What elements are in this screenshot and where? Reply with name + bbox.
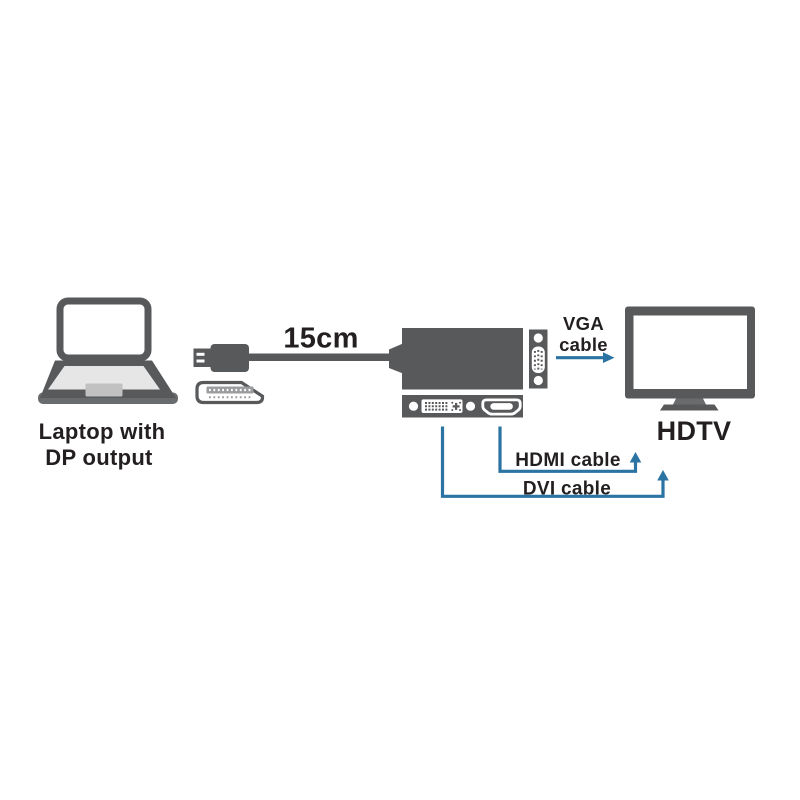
dp-plug-tip [193, 348, 213, 367]
vga-cable-arrow [556, 352, 615, 363]
panel-screw-hole [408, 401, 419, 411]
laptop-label-line2: DP output [45, 445, 153, 470]
dvi-port-icon [421, 399, 463, 413]
dvi-corner-pin [459, 409, 461, 411]
arrow-up-icon [657, 470, 669, 481]
dvi-cable-label: DVI cable [523, 479, 611, 500]
laptop-keyboard-deck [48, 366, 160, 390]
arrow-up-icon [629, 452, 642, 463]
displayport-socket-icon [195, 380, 265, 405]
dp-plug-pin [196, 352, 205, 356]
vga-port-icon [529, 329, 548, 389]
hdtv-label: HDTV [657, 416, 732, 446]
hdtv-monitor-icon [625, 306, 755, 411]
laptop-screen [56, 297, 152, 362]
hdmi-cable-line [498, 426, 638, 473]
dvi-corner-pin [459, 401, 461, 404]
vga-cable-label-line1: VGA [563, 313, 604, 334]
laptop-trackpad [85, 383, 123, 397]
hdmi-port-icon [481, 398, 522, 416]
hdmi-port-slot [490, 403, 513, 410]
monitor-screen [633, 315, 747, 389]
dvi-flat-pin [455, 402, 458, 410]
dvi-corner-pin [451, 409, 454, 411]
displayport-plug-icon [193, 343, 403, 374]
hdmi-cable-label: HDMI cable [515, 450, 620, 471]
laptop-label-line1: Laptop with [39, 419, 166, 444]
dvi-corner-pin [451, 401, 454, 404]
vga-screw-hole [533, 375, 543, 386]
cable-strain-relief [389, 343, 403, 374]
monitor-stand-neck [673, 398, 706, 405]
adapter-cable-line [247, 353, 390, 361]
adapter-port-panel [402, 395, 523, 418]
hdmi-cable-connector [498, 426, 642, 473]
vga-cable-label-line2: cable [559, 334, 608, 355]
dp-plug-body [210, 344, 249, 372]
vga-screw-hole [533, 333, 543, 343]
cable-length-label: 15cm [283, 323, 358, 355]
monitor-stand-base [660, 404, 719, 411]
adapter-body [402, 328, 523, 390]
dp-socket-pin-bar [206, 386, 254, 394]
dvi-cable-line [440, 426, 665, 498]
panel-screw-hole [465, 401, 476, 411]
dp-plug-pin [196, 359, 205, 363]
dvi-cable-connector [440, 426, 669, 498]
laptop-icon [38, 297, 178, 404]
arrow-right-icon [603, 352, 615, 363]
